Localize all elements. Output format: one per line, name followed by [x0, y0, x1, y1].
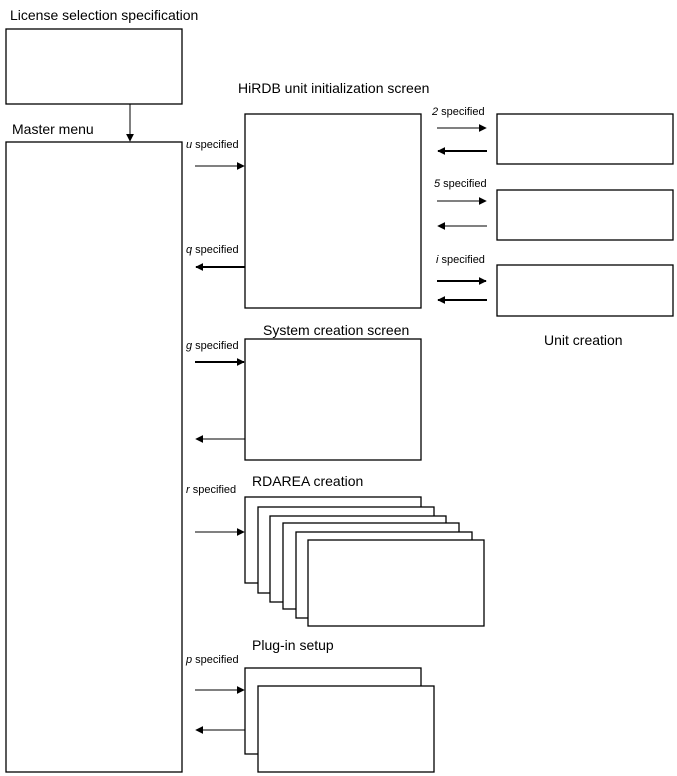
plugin-box-2 [257, 685, 435, 773]
system-creation-box [244, 338, 422, 461]
g-specified-label: g specified [186, 340, 239, 352]
hirdb-init-label: HiRDB unit initialization screen [238, 80, 429, 96]
license-selection-label: License selection specification [10, 7, 198, 23]
plugin-setup-label: Plug-in setup [252, 637, 334, 653]
unit-creation-label: Unit creation [544, 332, 623, 348]
unit-creation-box-5 [496, 189, 674, 241]
two-specified-label: 2 specified [431, 106, 485, 118]
system-creation-label: System creation screen [263, 322, 409, 338]
unit-creation-box-2 [496, 113, 674, 165]
five-specified-label: 5 specified [434, 178, 487, 190]
master-menu-label: Master menu [12, 121, 94, 137]
rdarea-box-6 [307, 539, 485, 627]
license-selection-box [5, 28, 183, 105]
u-specified-label: u specified [186, 139, 239, 151]
p-specified-label: p specified [185, 654, 239, 666]
master-menu-box [5, 141, 183, 773]
q-specified-label: q specified [186, 244, 239, 256]
i-specified-label: i specified [436, 254, 485, 266]
hirdb-init-box [244, 113, 422, 309]
unit-creation-box-i [496, 264, 674, 317]
r-specified-label: r specified [186, 484, 236, 496]
rdarea-creation-label: RDAREA creation [252, 473, 363, 489]
